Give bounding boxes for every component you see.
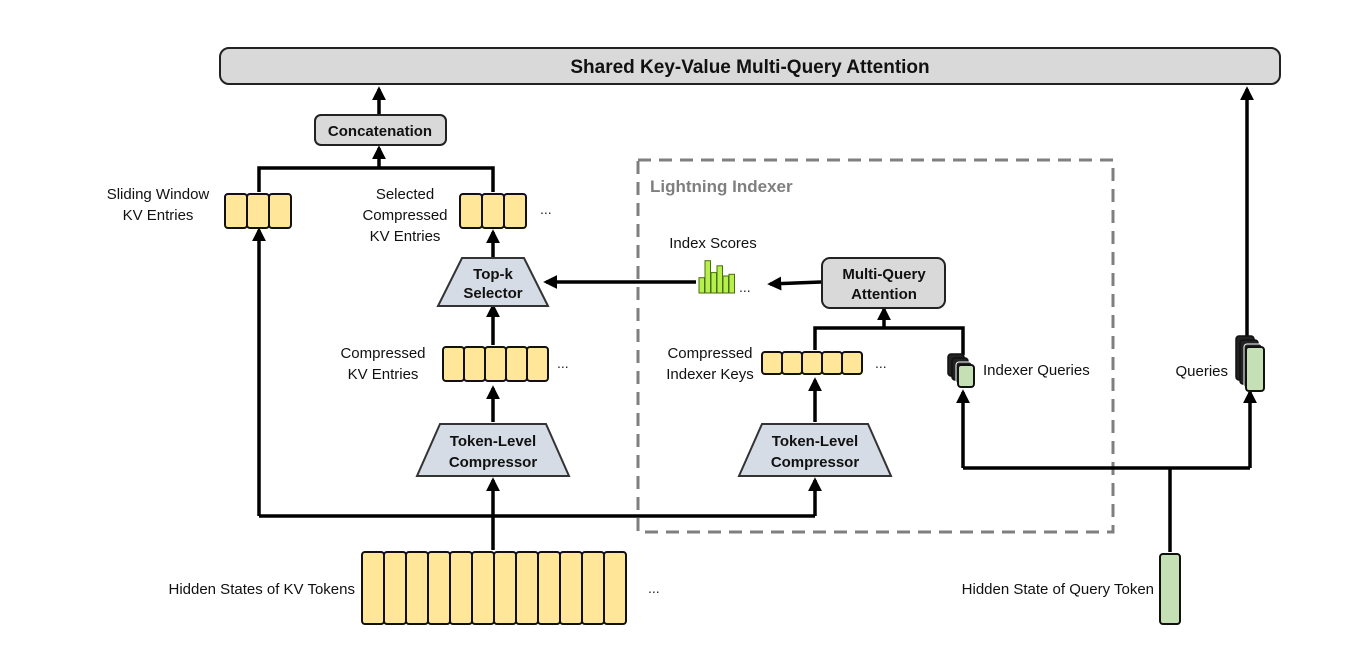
index-scores-label: Index Scores: [669, 235, 757, 252]
hidden-kv-cell: [493, 551, 517, 625]
queries-stack: [1235, 335, 1265, 392]
selected-label-2: Compressed: [362, 207, 447, 224]
indexer-keys-label-2: Indexer Keys: [666, 366, 754, 383]
hidden-kv-cell: [537, 551, 561, 625]
lightning-indexer-frame: [636, 158, 1115, 534]
hidden-query-label: Hidden State of Query Token: [962, 581, 1154, 598]
compressor-right-label-1: Token-Level: [772, 433, 858, 450]
kv-cell: [246, 193, 270, 229]
hidden-kv-cell: [405, 551, 429, 625]
kv-cell: [505, 346, 528, 382]
selected-label-3: KV Entries: [370, 228, 441, 245]
mqa-label-1: Multi-Query: [842, 266, 926, 283]
topk-label-2: Selector: [463, 285, 522, 302]
hidden-query-token: [1159, 553, 1181, 625]
selected-ellipsis: ...: [540, 201, 552, 217]
index-score-bar: [722, 275, 729, 294]
hidden-kv-ellipsis: ...: [648, 580, 660, 596]
topk-label-1: Top-k: [473, 266, 513, 283]
compressed-kv-label-2: KV Entries: [348, 366, 419, 383]
concatenation-label: Concatenation: [328, 123, 432, 140]
index-score-bar: [728, 273, 735, 294]
hidden-kv-cell: [603, 551, 627, 625]
indexer-queries-stack: [947, 353, 975, 388]
index-score-bar: [716, 265, 723, 294]
arrow-mqa-to-scores: [767, 276, 822, 291]
compressed-kv-entries: [442, 346, 549, 382]
sliding-window-label-2: KV Entries: [123, 207, 194, 224]
hidden-kv-cell: [515, 551, 539, 625]
merge-keys-queries: [813, 326, 965, 355]
kv-cell: [503, 193, 527, 229]
queries-label: Queries: [1175, 363, 1228, 380]
topk-selector-block: [436, 257, 550, 307]
hidden-kv-cell: [427, 551, 451, 625]
key-cell: [781, 351, 803, 375]
hidden-kv-cell: [449, 551, 473, 625]
compressor-left-label-2: Compressor: [449, 454, 538, 471]
key-cell: [801, 351, 823, 375]
compressed-kv-label-1: Compressed: [340, 345, 425, 362]
hidden-kv-tokens: [361, 551, 627, 625]
sliding-window-label-1: Sliding Window: [107, 186, 210, 203]
index-scores-ellipsis: ...: [739, 279, 751, 295]
kv-cell: [481, 193, 505, 229]
merge-line: [257, 166, 495, 192]
query-cell: [1245, 346, 1265, 392]
mqa-label-2: Attention: [851, 286, 917, 303]
selected-compressed-entries: [459, 193, 527, 229]
token-compressor-left: [415, 423, 571, 477]
kv-cell: [268, 193, 292, 229]
indexer-queries-label: Indexer Queries: [983, 362, 1090, 379]
token-compressor-right: [737, 423, 893, 477]
key-cell: [841, 351, 863, 375]
shared-kv-mqa-title: Shared Key-Value Multi-Query Attention: [570, 57, 929, 78]
kv-cell: [442, 346, 465, 382]
compressed-indexer-keys: [761, 351, 863, 375]
query-cell: [957, 364, 975, 388]
hidden-kv-cell: [581, 551, 605, 625]
kv-cell: [526, 346, 549, 382]
compressor-left-label-1: Token-Level: [450, 433, 536, 450]
index-score-bar: [704, 260, 711, 294]
compressed-kv-ellipsis: ...: [557, 355, 569, 371]
selected-label-1: Selected: [376, 186, 434, 203]
indexer-keys-ellipsis: ...: [875, 355, 887, 371]
kv-cell: [459, 193, 483, 229]
shared-kv-mqa-block: [219, 47, 1281, 85]
hidden-kv-cell: [383, 551, 407, 625]
hidden-kv-cell: [361, 551, 385, 625]
compressor-right-label-2: Compressor: [771, 454, 860, 471]
index-score-bar: [698, 277, 705, 294]
kv-cell: [224, 193, 248, 229]
kv-cell: [463, 346, 486, 382]
indexer-keys-label-1: Compressed: [667, 345, 752, 362]
hidden-kv-cell: [559, 551, 583, 625]
sliding-window-entries: [224, 193, 292, 229]
index-score-bars: [698, 260, 735, 294]
kv-cell: [484, 346, 507, 382]
index-score-bar: [710, 272, 717, 294]
key-cell: [821, 351, 843, 375]
key-cell: [761, 351, 783, 375]
hidden-kv-label: Hidden States of KV Tokens: [168, 581, 355, 598]
lightning-indexer-title: Lightning Indexer: [650, 177, 793, 196]
multi-query-attention-block: [821, 257, 946, 309]
concatenation-block: [314, 114, 447, 146]
hidden-kv-cell: [471, 551, 495, 625]
